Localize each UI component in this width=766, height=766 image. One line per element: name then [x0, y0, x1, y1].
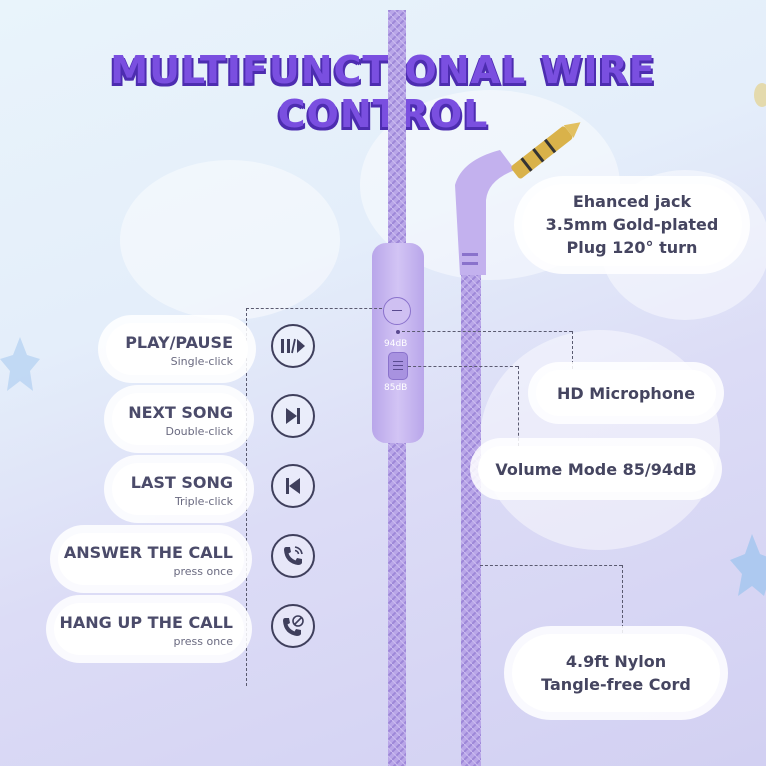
function-play-pause: PLAY/PAUSE Single-click: [63, 333, 233, 373]
connector-line: [572, 331, 573, 369]
connector-line: [480, 565, 622, 566]
microphone-hole: [396, 330, 400, 334]
star-decoration: [0, 337, 40, 391]
jack-line: 3.5mm Gold-plated: [545, 215, 719, 234]
feature-bubble: [536, 370, 716, 416]
connector-line: [408, 366, 518, 367]
jack-line: Plug 120° turn: [566, 238, 698, 257]
function-label: ANSWER THE CALL: [63, 543, 233, 562]
connector-line: [402, 331, 572, 332]
function-action: Triple-click: [174, 495, 233, 508]
function-hang-up-call: HANG UP THE CALL press once: [59, 613, 233, 653]
function-bubble: [58, 533, 244, 585]
volume-low-label: 85dB: [384, 383, 408, 393]
volume-high-label: 94dB: [384, 339, 408, 349]
phone-answer-icon: [271, 534, 315, 578]
function-answer-call: ANSWER THE CALL press once: [63, 543, 233, 583]
connector-line: [622, 565, 623, 633]
function-label: LAST SONG: [130, 473, 233, 492]
function-bubble: [112, 393, 246, 445]
function-next-song: NEXT SONG Double-click: [63, 403, 233, 443]
connector-line: [246, 308, 382, 309]
cord-description: 4.9ft Nylon Tangle-free Cord: [512, 650, 720, 696]
previous-track-icon: [271, 464, 315, 508]
remote-button[interactable]: [383, 297, 411, 325]
function-label: HANG UP THE CALL: [59, 613, 233, 632]
function-action: Double-click: [165, 425, 233, 438]
next-track-icon: [271, 394, 315, 438]
background-cloud: [120, 160, 340, 320]
function-bubble: [112, 463, 246, 515]
function-label: PLAY/PAUSE: [125, 333, 233, 352]
function-label: NEXT SONG: [128, 403, 233, 422]
function-action: press once: [173, 635, 233, 648]
connector-line: [518, 366, 519, 446]
star-decoration: [730, 534, 766, 596]
microphone-label: HD Microphone: [556, 384, 696, 403]
phone-hangup-icon: [271, 604, 315, 648]
feature-bubble: [522, 184, 742, 266]
feature-bubble: [512, 634, 720, 712]
cord-line: Tangle-free Cord: [541, 675, 691, 694]
function-action: press once: [173, 565, 233, 578]
feature-bubble: [478, 446, 714, 492]
star-decoration: [754, 83, 766, 107]
remote-control: [372, 243, 424, 443]
volume-switch[interactable]: [388, 352, 408, 380]
function-bubble: [54, 603, 244, 655]
jack-description: Ehanced jack 3.5mm Gold-plated Plug 120°…: [522, 190, 742, 259]
cord-line: 4.9ft Nylon: [565, 652, 667, 671]
function-last-song: LAST SONG Triple-click: [63, 473, 233, 513]
function-bubble: [106, 323, 248, 375]
jack-line: Ehanced jack: [572, 192, 692, 211]
volume-mode-label: Volume Mode 85/94dB: [495, 460, 697, 479]
play-pause-icon: [271, 324, 315, 368]
connector-line: [246, 308, 247, 686]
function-action: Single-click: [170, 355, 233, 368]
page-title: MULTIFUNCTIONAL WIRE CONTROL: [110, 48, 656, 136]
background-cloud: [480, 330, 720, 550]
